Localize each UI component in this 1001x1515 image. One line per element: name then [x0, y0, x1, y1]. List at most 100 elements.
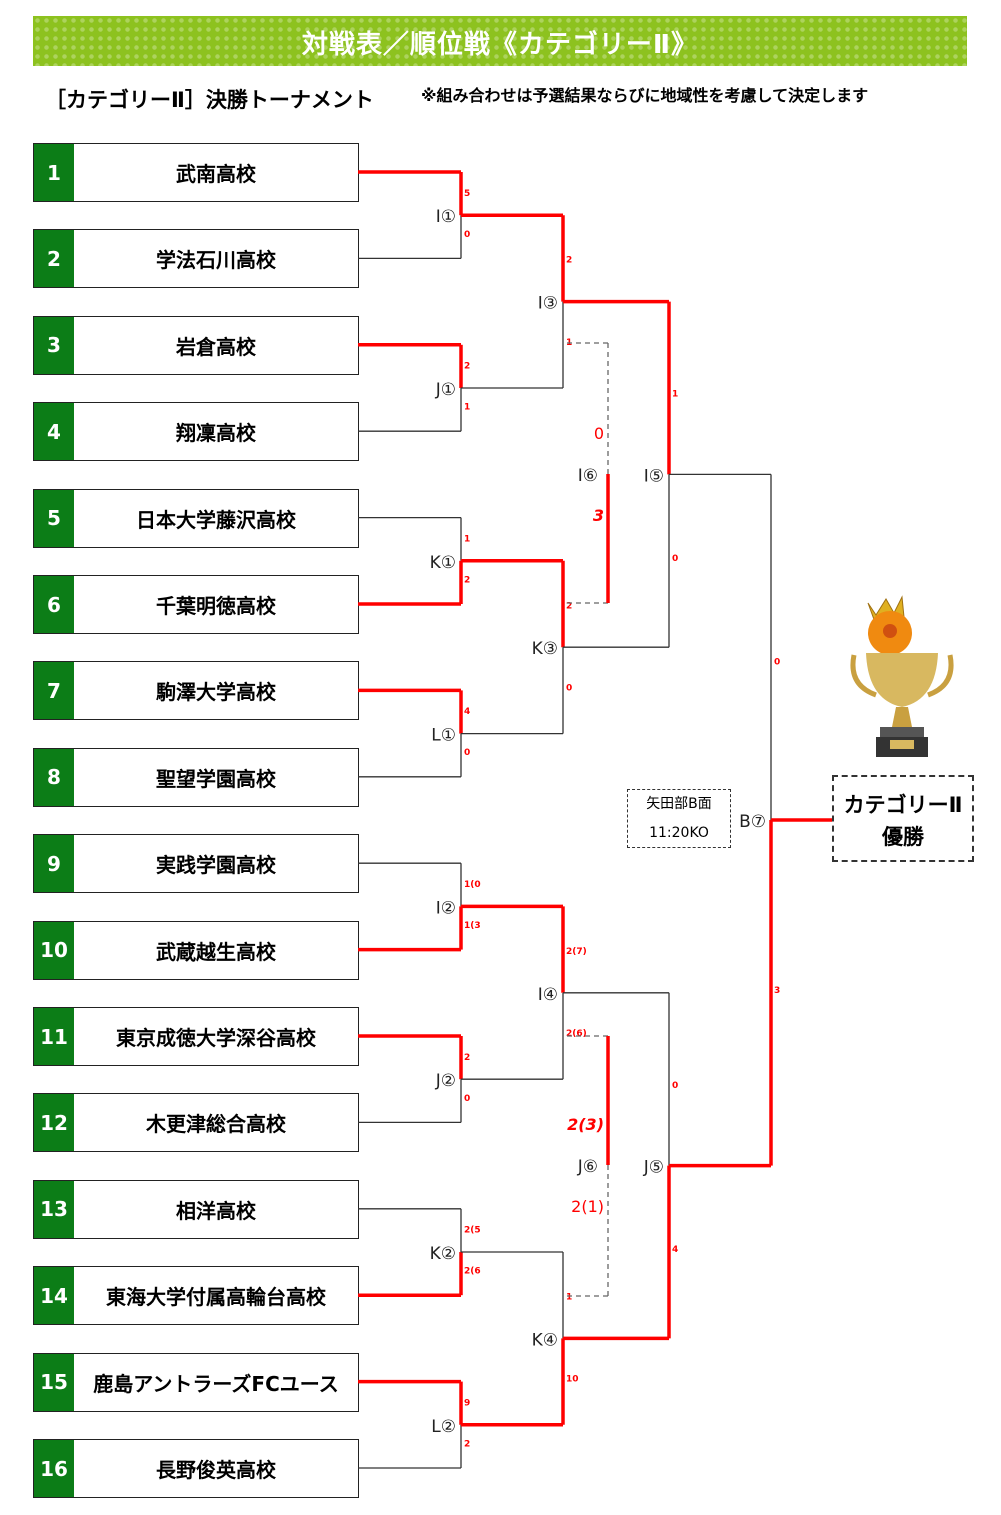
title-banner: 対戦表／順位戦《カテゴリーⅡ》 [33, 16, 967, 66]
team-slot: 6 千葉明徳高校 [33, 575, 359, 634]
match-label: L② [431, 1417, 456, 1437]
score-top: 2 [464, 362, 470, 372]
seed-number: 6 [34, 576, 74, 633]
score-bottom: 0 [672, 554, 678, 564]
seed-number: 4 [34, 403, 74, 461]
match-label: L① [431, 726, 456, 746]
team-name: 聖望学園高校 [156, 766, 276, 791]
score-top: 2 [566, 601, 572, 611]
team-name: 千葉明徳高校 [156, 594, 276, 618]
team-name: 東京成徳大学深谷高校 [116, 1026, 316, 1050]
placement-score-bottom: 2(1) [571, 1197, 604, 1216]
seed-number: 15 [34, 1353, 74, 1411]
champion-box: カテゴリーⅡ 優勝 [832, 775, 974, 862]
match-label: B⑦ [739, 812, 766, 832]
seed-number: 10 [34, 921, 74, 979]
seed-number: 14 [34, 1267, 74, 1325]
placement-score-top: 0 [594, 424, 604, 443]
score-top: 1 [566, 1293, 572, 1303]
match-label: I① [436, 207, 456, 227]
match-label: I④ [538, 985, 558, 1005]
score-top: 9 [464, 1398, 470, 1408]
score-bottom: 0 [566, 683, 572, 693]
score-top: 0 [774, 657, 780, 667]
team-slot: 8 聖望学園高校 [33, 747, 359, 807]
score-top: 5 [464, 189, 470, 199]
match-label: J② [435, 1071, 456, 1091]
team-slot: 1 武南高校 [33, 143, 359, 202]
team-name: 武南高校 [176, 162, 256, 186]
team-slot: 16 長野俊英高校 [33, 1439, 359, 1498]
score-bottom: 2(6 [464, 1267, 481, 1277]
champion-category: カテゴリーⅡ [843, 793, 963, 817]
score-bottom: 2(6) [566, 1029, 587, 1039]
match-label: I⑤ [644, 466, 664, 486]
seed-number: 7 [34, 662, 74, 720]
kickoff-time: 11:20KO [649, 825, 709, 841]
team-slot: 7 駒澤大学高校 [33, 661, 359, 721]
score-top: 4 [464, 707, 470, 717]
champion-label: 優勝 [882, 825, 924, 849]
score-bottom: 1(3 [464, 921, 481, 931]
team-name: 実践学園高校 [156, 853, 276, 878]
team-slot: 9 実践学園高校 [33, 834, 359, 894]
team-slot: 5 日本大学藤沢高校 [33, 488, 359, 548]
score-bottom: 1 [464, 403, 470, 413]
team-slot: 10 武蔵越生高校 [33, 920, 359, 980]
score-top: 1 [464, 534, 470, 544]
team-name: 木更津総合高校 [146, 1112, 286, 1137]
team-name: 学法石川高校 [156, 248, 276, 273]
team-slot: 3 岩倉高校 [33, 315, 359, 375]
team-name: 長野俊英高校 [156, 1458, 276, 1482]
score-bottom: 2 [464, 575, 470, 585]
team-slot: 14 東海大学付属高輪台高校 [33, 1266, 359, 1326]
final-venue-box: 矢田部B面 11:20KO [627, 789, 731, 848]
score-bottom: 10 [566, 1375, 579, 1385]
pairing-note: ※組み合わせは予選結果ならびに地域性を考慮して決定します [421, 86, 869, 105]
team-name: 翔凜高校 [176, 421, 256, 446]
team-slot: 13 相洋高校 [33, 1179, 359, 1239]
score-bottom: 0 [464, 748, 470, 758]
placement-label: I⑥ [578, 466, 598, 486]
trophy-icon [850, 595, 954, 757]
seed-number: 8 [34, 748, 74, 806]
team-name: 武蔵越生高校 [156, 939, 276, 964]
match-label: K② [430, 1244, 456, 1264]
team-name: 日本大学藤沢高校 [136, 507, 296, 532]
seed-number: 11 [34, 1008, 74, 1065]
match-label: I② [436, 898, 456, 918]
team-slot: 4 翔凜高校 [33, 402, 359, 462]
seed-number: 5 [34, 489, 74, 547]
team-name: 駒澤大学高校 [156, 680, 276, 705]
placement-score-top: 2(3) [567, 1115, 604, 1134]
seed-number: 3 [34, 316, 74, 374]
team-name: 岩倉高校 [176, 334, 256, 359]
score-bottom: 0 [464, 1094, 470, 1104]
team-name: 東海大学付属高輪台高校 [106, 1285, 326, 1310]
placement-label: J⑥ [577, 1157, 598, 1177]
match-label: K③ [532, 639, 558, 659]
seed-number: 16 [34, 1440, 74, 1497]
bracket-subtitle: ［カテゴリーⅡ］決勝トーナメント [45, 88, 374, 112]
venue-name: 矢田部B面 [646, 796, 712, 812]
seed-number: 1 [34, 144, 74, 201]
score-top: 2(7) [566, 947, 587, 957]
match-label: K① [430, 553, 456, 573]
score-bottom: 0 [464, 230, 470, 240]
team-name: 相洋高校 [176, 1198, 256, 1223]
score-top: 1(0 [464, 880, 481, 890]
score-bottom: 2 [464, 1439, 470, 1449]
score-top: 1 [672, 390, 678, 400]
seed-number: 13 [34, 1180, 74, 1238]
score-bottom: 3 [774, 986, 780, 996]
match-label: J⑤ [643, 1158, 664, 1178]
score-top: 2 [464, 1053, 470, 1063]
score-top: 2 [566, 256, 572, 266]
score-top: 2(5 [464, 1226, 481, 1236]
seed-number: 9 [34, 835, 74, 893]
match-label: I③ [538, 294, 558, 314]
